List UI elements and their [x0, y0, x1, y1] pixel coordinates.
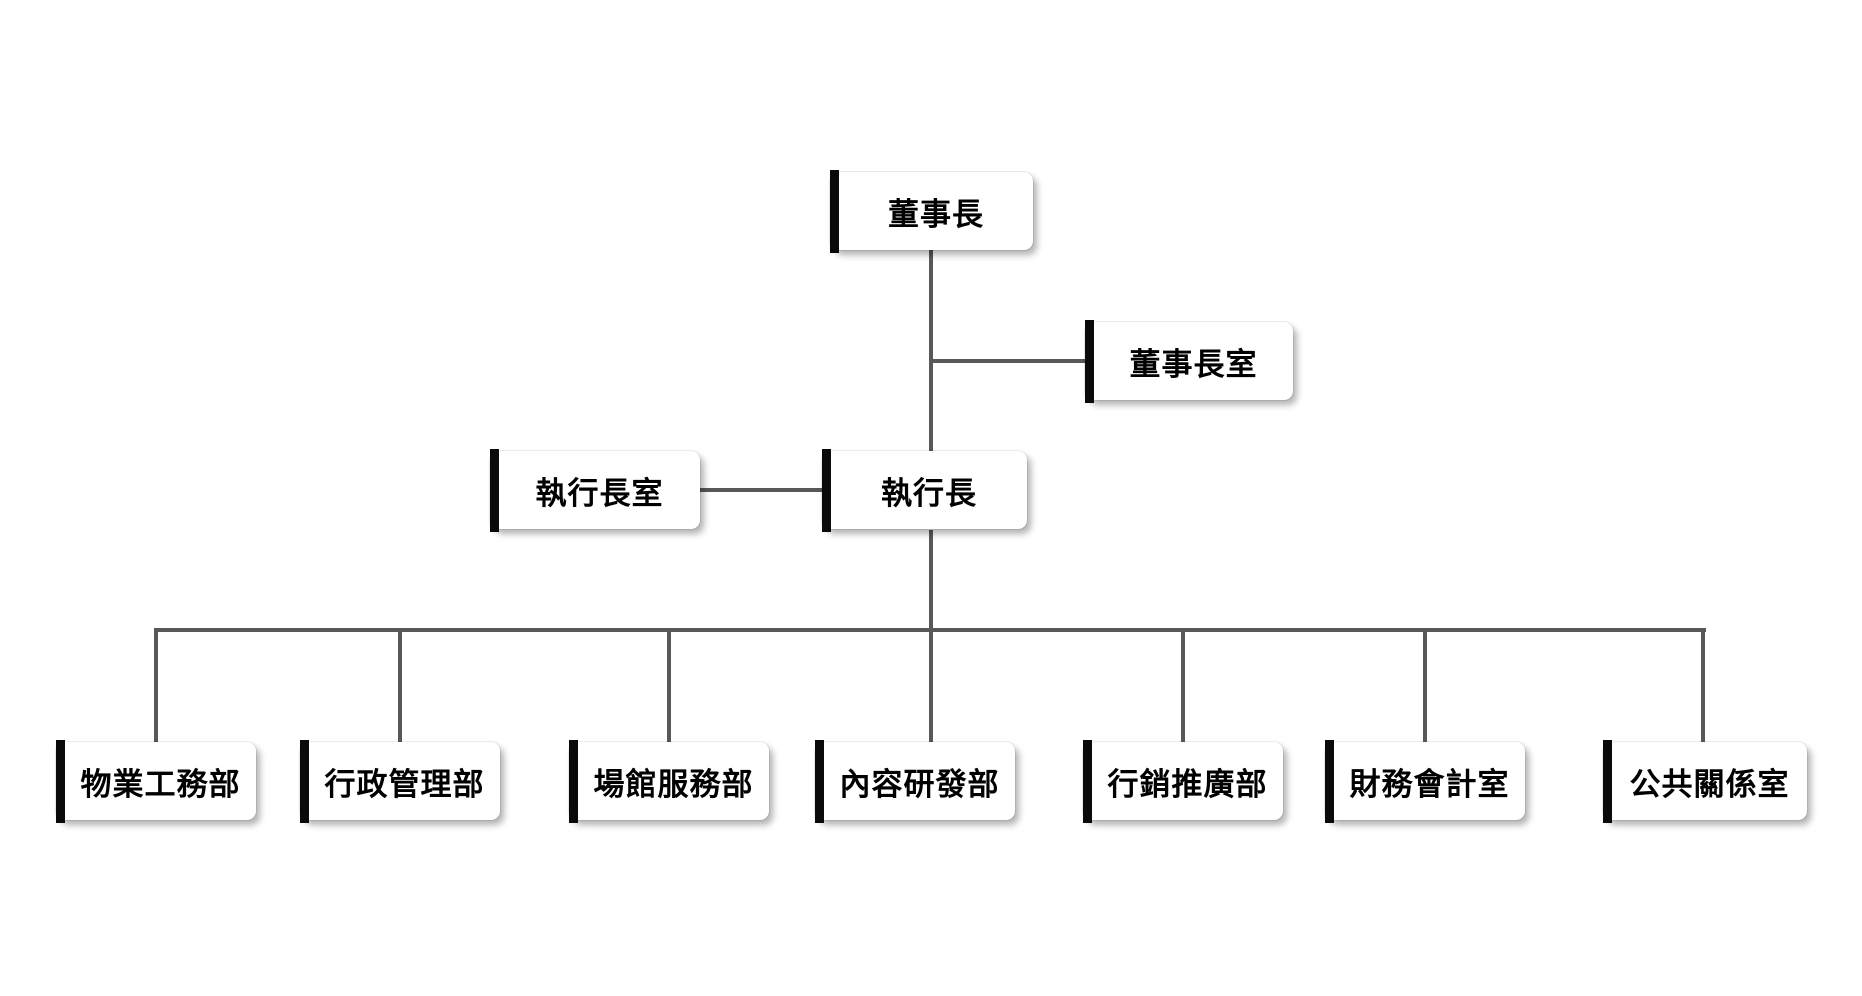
org-node-label: 公共關係室: [1629, 766, 1790, 802]
org-node-label: 執行長: [881, 475, 977, 511]
accent-bar: [569, 740, 578, 823]
org-node-label: 財務會計室: [1349, 766, 1510, 802]
connector-stub-dept-6: [1423, 628, 1427, 742]
org-node-label: 內容研發部: [839, 766, 1000, 802]
org-node-dept-venue-services: 場館服務部: [569, 740, 769, 823]
accent-bar: [490, 449, 499, 532]
org-node-dept-property-engineering: 物業工務部: [56, 740, 256, 823]
connector-stub-dept-3: [667, 628, 671, 742]
connector-distribution-horizontal: [154, 628, 1706, 632]
org-node-label: 執行長室: [535, 475, 664, 511]
org-node-label: 場館服務部: [593, 766, 754, 802]
accent-bar: [300, 740, 309, 823]
accent-bar: [1083, 740, 1092, 823]
org-node-chairman-office: 董事長室: [1085, 320, 1293, 403]
org-node-dept-content-rd: 內容研發部: [815, 740, 1015, 823]
connector-stub-dept-2: [398, 628, 402, 742]
accent-bar: [830, 170, 839, 253]
org-node-chairman: 董事長: [830, 170, 1033, 253]
org-node-label: 董事長: [888, 196, 984, 232]
accent-bar: [822, 449, 831, 532]
accent-bar: [1085, 320, 1094, 403]
org-node-label: 董事長室: [1129, 346, 1258, 382]
org-node-ceo-office: 執行長室: [490, 449, 700, 532]
org-node-dept-marketing-promotion: 行銷推廣部: [1083, 740, 1283, 823]
org-node-label: 行銷推廣部: [1107, 766, 1268, 802]
connector-stub-dept-5: [1181, 628, 1185, 742]
org-node-label: 物業工務部: [80, 766, 241, 802]
connector-branch-ceo-office: [698, 488, 824, 492]
org-node-ceo: 執行長: [822, 449, 1027, 532]
org-node-dept-public-relations: 公共關係室: [1603, 740, 1807, 823]
connector-trunk-lower: [929, 530, 933, 742]
accent-bar: [815, 740, 824, 823]
accent-bar: [1325, 740, 1334, 823]
org-node-label: 行政管理部: [324, 766, 485, 802]
accent-bar: [56, 740, 65, 823]
connector-branch-chairman-office: [931, 359, 1087, 363]
connector-stub-dept-1: [154, 628, 158, 742]
connector-stub-dept-7: [1701, 628, 1705, 742]
accent-bar: [1603, 740, 1612, 823]
connector-trunk-upper: [929, 250, 933, 452]
org-node-dept-finance-accounting: 財務會計室: [1325, 740, 1525, 823]
org-node-dept-administration: 行政管理部: [300, 740, 500, 823]
